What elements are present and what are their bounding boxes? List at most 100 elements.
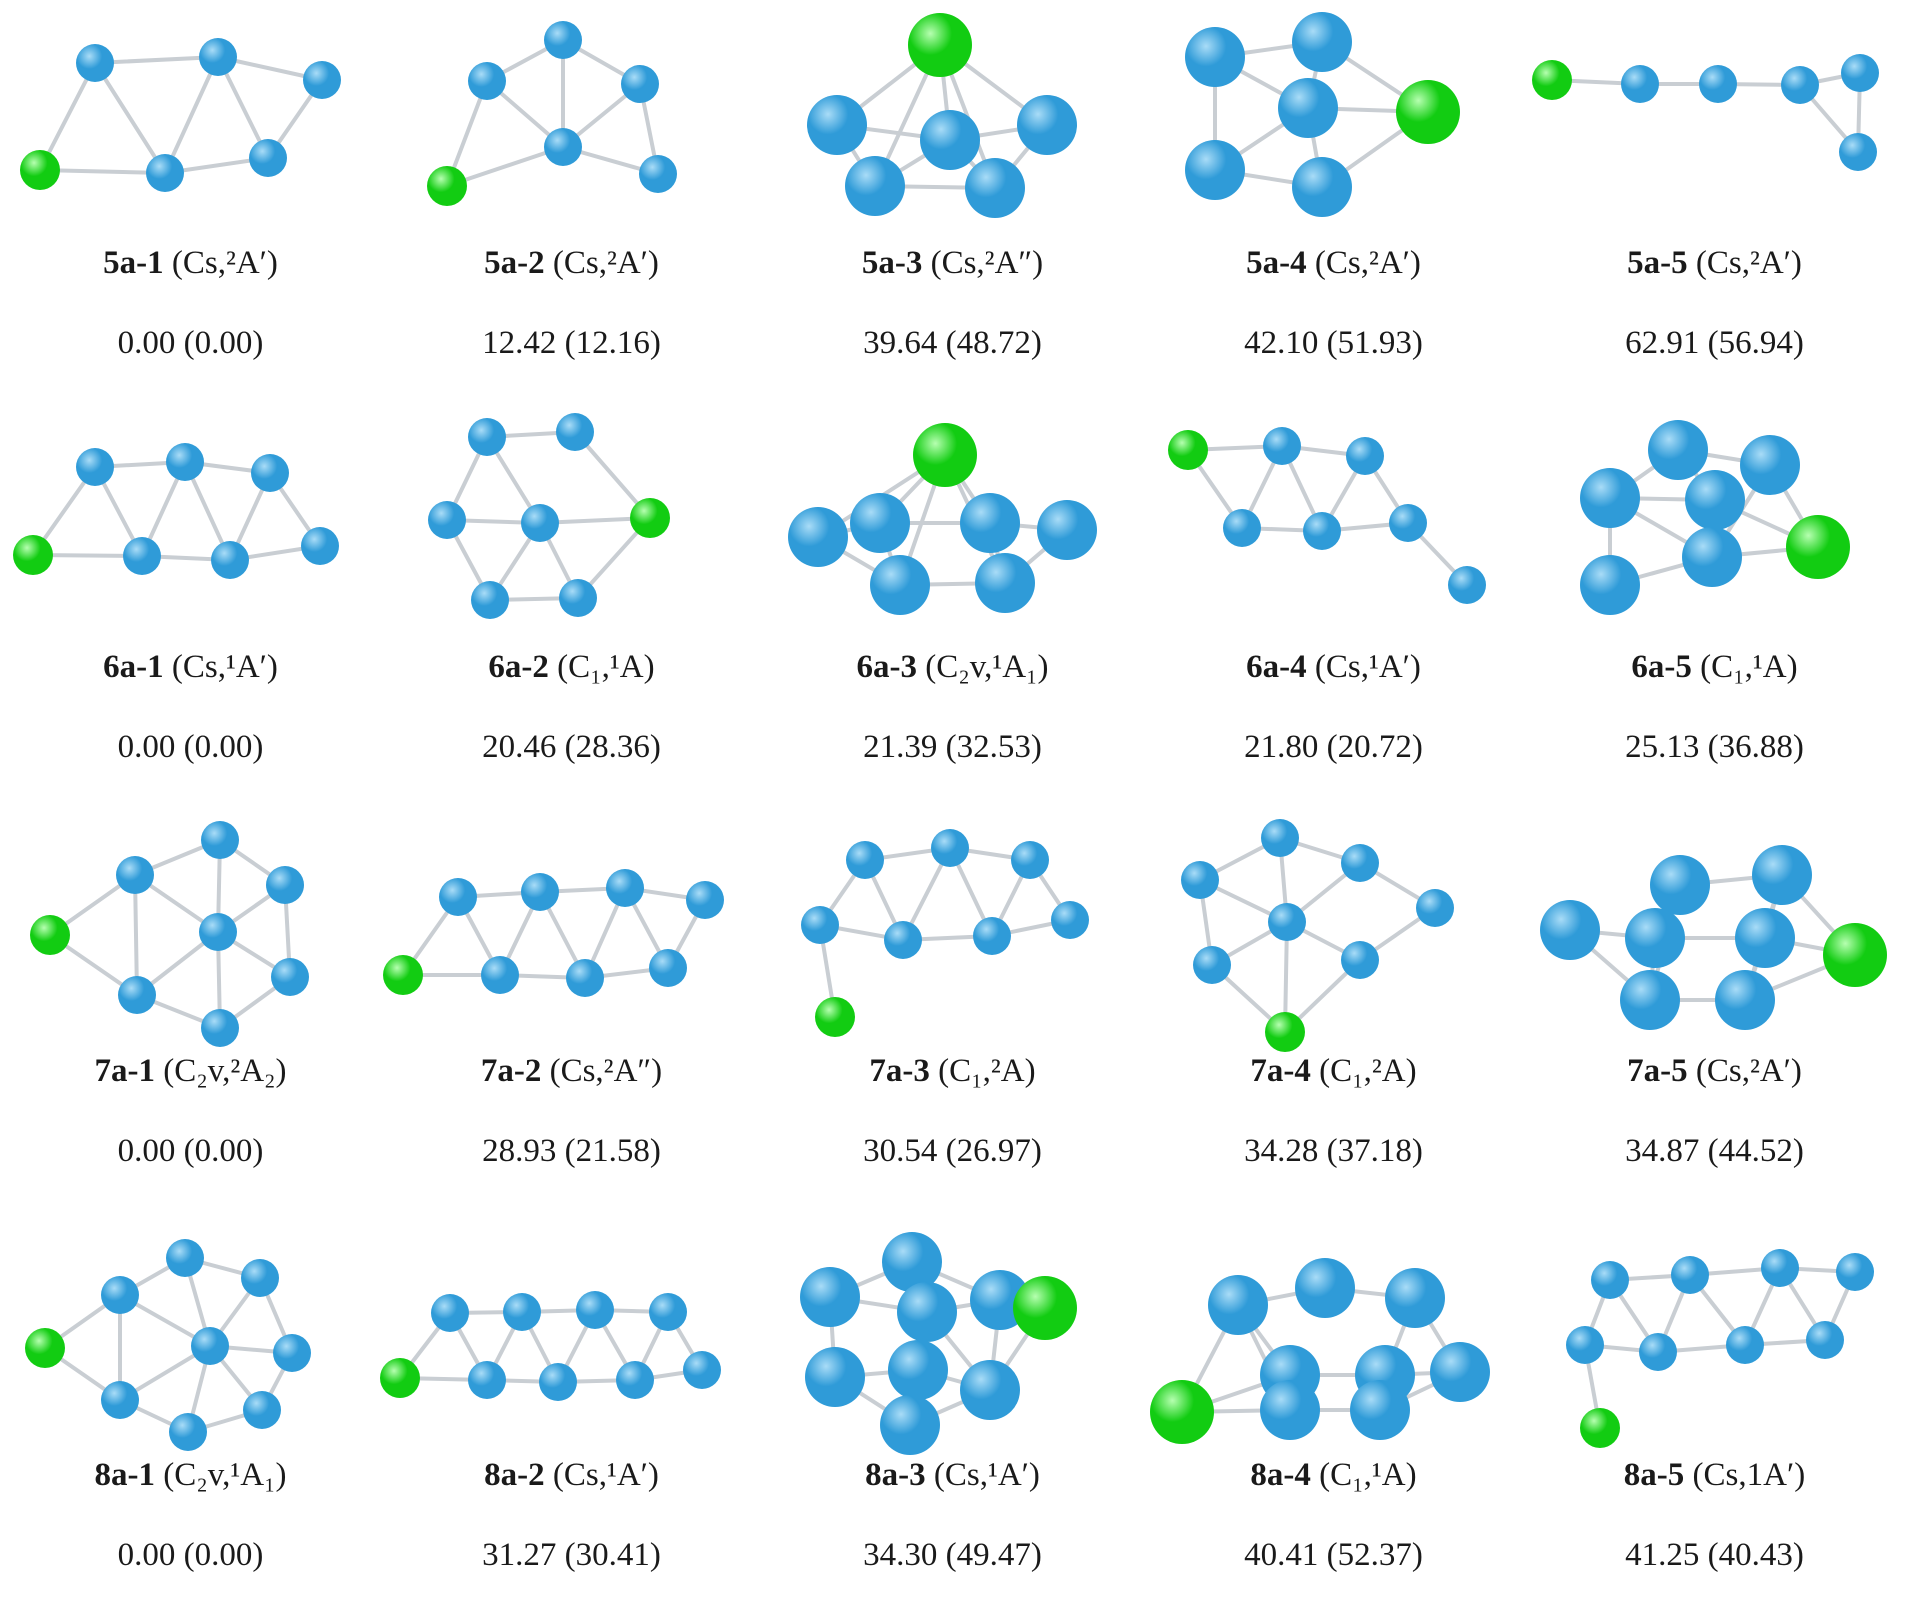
structure-label: 6a-4 (Cs,¹A′) xyxy=(1143,649,1524,686)
cluster-model-5a-2 xyxy=(427,21,677,206)
symmetry-state: (Cs,²A′) xyxy=(1306,245,1421,281)
structure-6a-4: 6a-4 (Cs,¹A′)21.80 (20.72) xyxy=(1143,404,1524,808)
cu-atom xyxy=(1685,470,1745,530)
relative-energy: 12.42 (12.16) xyxy=(482,325,661,361)
cu-atom xyxy=(870,555,930,615)
cu-atom xyxy=(559,579,597,617)
cu-atom xyxy=(521,873,559,911)
cu-atom xyxy=(123,537,161,575)
cu-atom xyxy=(805,1347,865,1407)
structure-7a-1: 7a-1 (C₂v,²A₂)0.00 (0.00) xyxy=(0,808,381,1212)
relative-energy: 30.54 (26.97) xyxy=(863,1133,1042,1169)
cu-atom xyxy=(960,493,1020,553)
cu-atom xyxy=(801,906,839,944)
cu-atom xyxy=(201,821,239,859)
cu-atom xyxy=(888,1340,948,1400)
dopant-atom xyxy=(13,535,53,575)
cu-atom xyxy=(1625,908,1685,968)
cu-atom xyxy=(897,1282,957,1342)
cu-atom xyxy=(201,1009,239,1047)
structure-label: 6a-5 (C₁,¹A) xyxy=(1524,649,1905,686)
structure-id: 6a-2 xyxy=(488,649,549,685)
cu-atom xyxy=(1839,133,1877,171)
cu-atom xyxy=(1263,427,1301,465)
structure-8a-5: 8a-5 (Cs,1A′)41.25 (40.43) xyxy=(1524,1212,1905,1616)
cu-atom xyxy=(800,1267,860,1327)
cluster-model-6a-5 xyxy=(1580,420,1850,615)
dopant-atom xyxy=(1786,515,1850,579)
structure-id: 7a-3 xyxy=(869,1053,930,1089)
structure-7a-5: 7a-5 (Cs,²A′)34.87 (44.52) xyxy=(1524,808,1905,1212)
cu-atom xyxy=(544,21,582,59)
structure-label: 6a-3 (C₂v,¹A₁) xyxy=(762,649,1143,686)
structure-7a-4: 7a-4 (C₁,²A)34.28 (37.18) xyxy=(1143,808,1524,1212)
cu-atom xyxy=(76,448,114,486)
cu-atom xyxy=(1650,855,1710,915)
symmetry-state: (Cs,²A′) xyxy=(163,245,278,281)
cu-atom xyxy=(882,1232,942,1292)
structure-label: 8a-4 (C₁,¹A) xyxy=(1143,1457,1524,1494)
dopant-atom xyxy=(1580,1408,1620,1448)
cu-atom xyxy=(1208,1275,1268,1335)
cu-atom xyxy=(271,958,309,996)
cu-atom xyxy=(1037,500,1097,560)
cu-atom xyxy=(1292,157,1352,217)
cu-atom xyxy=(1648,420,1708,480)
relative-energy: 34.28 (37.18) xyxy=(1244,1133,1423,1169)
dopant-atom xyxy=(1396,80,1460,144)
cu-atom xyxy=(1051,901,1089,939)
cu-atom xyxy=(1295,1258,1355,1318)
cu-atom xyxy=(211,541,249,579)
cu-atom xyxy=(1303,512,1341,550)
cu-atom xyxy=(576,1291,614,1329)
cu-atom xyxy=(241,1259,279,1297)
cu-atom xyxy=(1261,819,1299,857)
structure-id: 7a-5 xyxy=(1627,1053,1688,1089)
structure-7a-3: 7a-3 (C₁,²A)30.54 (26.97) xyxy=(762,808,1143,1212)
cu-atom xyxy=(431,1294,469,1332)
cu-atom xyxy=(1841,54,1879,92)
structure-6a-3: 6a-3 (C₂v,¹A₁)21.39 (32.53) xyxy=(762,404,1143,808)
cu-atom xyxy=(1726,1326,1764,1364)
symmetry-state: (C₂v,¹A₁) xyxy=(154,1457,287,1493)
cu-atom xyxy=(1671,1256,1709,1294)
cu-atom xyxy=(1448,566,1486,604)
cu-atom xyxy=(1341,941,1379,979)
structure-id: 5a-5 xyxy=(1627,245,1688,281)
structure-7a-2: 7a-2 (Cs,²A″)28.93 (21.58) xyxy=(381,808,762,1212)
structure-label: 8a-3 (Cs,¹A′) xyxy=(762,1457,1143,1494)
cu-atom xyxy=(539,1363,577,1401)
cu-atom xyxy=(1181,861,1219,899)
structure-label: 5a-1 (Cs,²A′) xyxy=(0,245,381,282)
cu-atom xyxy=(503,1293,541,1331)
cu-atom xyxy=(428,501,466,539)
dopant-atom xyxy=(25,1328,65,1368)
structure-5a-1: 5a-1 (Cs,²A′)0.00 (0.00) xyxy=(0,0,381,404)
cluster-model-8a-4 xyxy=(1150,1258,1490,1444)
symmetry-state: (Cs,²A″) xyxy=(922,245,1044,281)
cu-atom xyxy=(146,154,184,192)
dopant-atom xyxy=(1823,923,1887,987)
cu-atom xyxy=(880,1395,940,1455)
structure-id: 6a-1 xyxy=(103,649,164,685)
structure-label: 8a-1 (C₂v,¹A₁) xyxy=(0,1457,381,1494)
structure-6a-5: 6a-5 (C₁,¹A)25.13 (36.88) xyxy=(1524,404,1905,808)
cu-atom xyxy=(683,1351,721,1389)
dopant-atom xyxy=(630,498,670,538)
bond xyxy=(163,55,220,175)
dopant-atom xyxy=(1265,1012,1305,1052)
symmetry-state: (Cs,¹A′) xyxy=(925,1457,1040,1493)
cu-atom xyxy=(788,507,848,567)
cu-atom xyxy=(116,856,154,894)
cu-atom xyxy=(199,38,237,76)
cu-atom xyxy=(686,881,724,919)
symmetry-state: (Cs,¹A′) xyxy=(1306,649,1421,685)
relative-energy: 0.00 (0.00) xyxy=(117,1537,264,1573)
cu-atom xyxy=(1620,970,1680,1030)
cu-atom xyxy=(973,917,1011,955)
structure-id: 5a-2 xyxy=(484,245,545,281)
structure-id: 8a-3 xyxy=(865,1457,926,1493)
cu-atom xyxy=(1350,1380,1410,1440)
cluster-model-6a-1 xyxy=(13,443,339,579)
cu-atom xyxy=(243,1391,281,1429)
